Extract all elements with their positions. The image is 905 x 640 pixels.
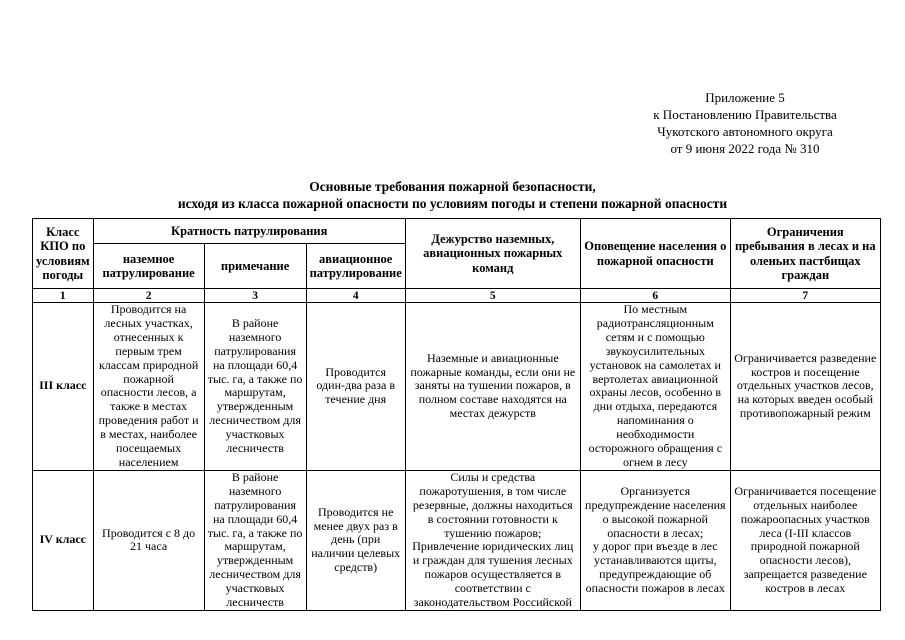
column-number-1: 1 (32, 288, 94, 303)
header-public-notification: Оповещение населения о пожарной опасност… (579, 218, 731, 289)
column-number-3: 3 (203, 288, 307, 303)
document-title-line1: Основные требования пожарной безопасност… (309, 179, 596, 194)
header-ground-patrol: наземное патрулирование (92, 243, 205, 289)
cell-public-notification: По местным радиотрансляционным сетям и с… (579, 302, 731, 471)
appendix-reference-line: к Постановлению Правительства (653, 107, 837, 122)
header-class-kpo: Класс КПО по условиям погоды (32, 218, 94, 289)
appendix-reference: Приложение 5 к Постановлению Правительст… (604, 89, 886, 157)
cell-public-notification: Организуется предупреждение населения о … (579, 469, 731, 611)
table-row-class-iii: III класс Проводится на лесных участках,… (32, 302, 881, 471)
cell-duty-teams: Силы и средства пожаротушения, в том чис… (404, 469, 581, 611)
document-title-line2: исходя из класса пожарной опасности по у… (177, 196, 728, 211)
cell-duty-teams: Наземные и авиационные пожарные команды,… (404, 302, 581, 471)
cell-stay-restrictions: Ограничивается разведение костров и посе… (729, 302, 881, 471)
cell-air-patrol: Проводится не менее двух раз в день (при… (305, 469, 406, 611)
header-duty-teams: Дежурство наземных, авиационных пожарных… (404, 218, 581, 289)
column-number-2: 2 (92, 288, 205, 303)
column-number-5: 5 (404, 288, 581, 303)
header-stay-restrictions: Ограничения пребывания в лесах и на олен… (729, 218, 881, 289)
column-number-7: 7 (729, 288, 881, 303)
cell-class-label: IV класс (32, 469, 94, 611)
table-header-row-top: Класс КПО по условиям погоды Кратность п… (32, 218, 881, 289)
column-number-6: 6 (579, 288, 731, 303)
cell-stay-restrictions: Ограничивается посещение отдельных наибо… (729, 469, 881, 611)
column-numbers-row: 1 2 3 4 5 6 7 (32, 288, 881, 303)
cell-air-patrol: Проводится один-два раза в течение дня (305, 302, 406, 471)
cell-ground-patrol: Проводится с 8 до 21 часа (92, 469, 205, 611)
appendix-reference-line: от 9 июня 2022 года № 310 (670, 141, 820, 156)
header-note: примечание (203, 243, 307, 289)
appendix-reference-line: Чукотского автономного округа (657, 124, 833, 139)
table-row-class-iv: IV класс Проводится с 8 до 21 часа В рай… (32, 469, 881, 611)
cell-note: В районе наземного патрулирования на пло… (203, 469, 307, 611)
header-patrol-frequency-group: Кратность патрулирования (92, 218, 406, 244)
column-number-4: 4 (305, 288, 406, 303)
table-header-row-sub: наземное патрулирование примечание авиац… (33, 243, 881, 289)
document-title: Основные требования пожарной безопасност… (0, 178, 905, 212)
header-air-patrol: авиационное патрулирование (305, 243, 406, 289)
appendix-reference-line: Приложение 5 (705, 90, 785, 105)
cell-ground-patrol: Проводится на лесных участках, отнесенны… (92, 302, 205, 471)
fire-safety-requirements-table: Класс КПО по условиям погоды Кратность п… (32, 218, 881, 611)
cell-note: В районе наземного патрулирования на пло… (203, 302, 307, 471)
cell-class-label: III класс (32, 302, 94, 471)
